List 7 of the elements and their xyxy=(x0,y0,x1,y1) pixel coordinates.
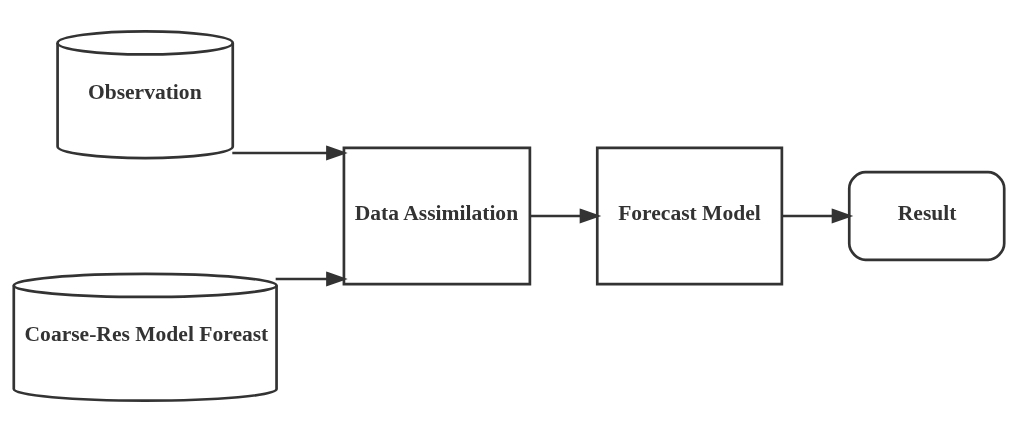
node-box: Forecast Model xyxy=(595,146,784,286)
arrow xyxy=(232,145,348,161)
node-box: Result xyxy=(847,170,1006,262)
node-box: Data Assimilation xyxy=(342,146,532,286)
arrow xyxy=(529,208,602,224)
arrow xyxy=(275,271,348,287)
arrow xyxy=(781,208,854,224)
